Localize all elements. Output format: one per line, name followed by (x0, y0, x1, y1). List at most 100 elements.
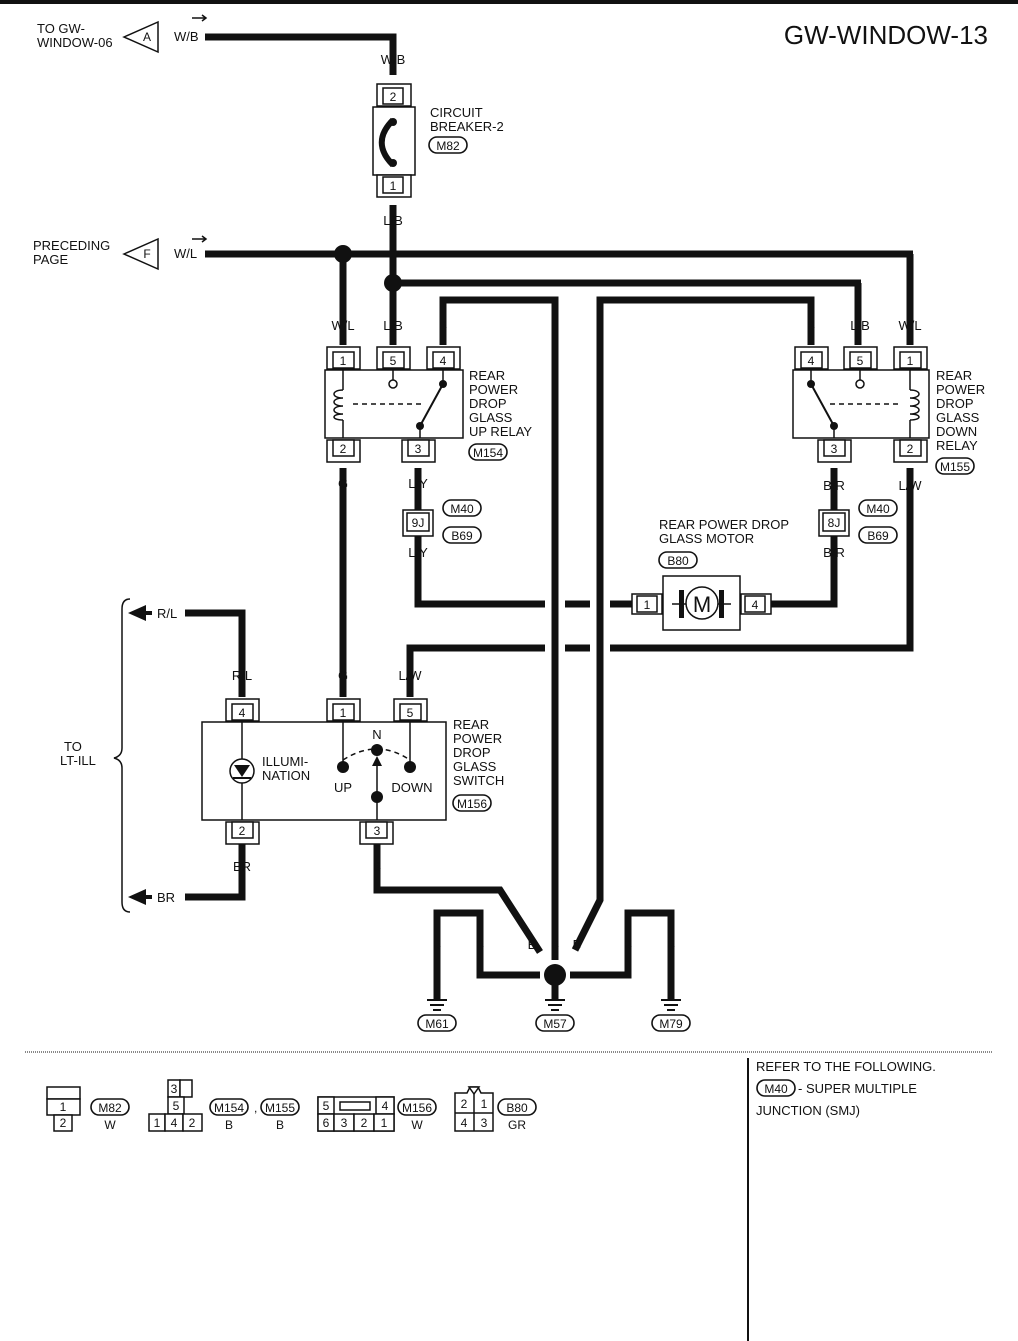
connector-color: GR (508, 1118, 526, 1132)
arrow-left-icon (128, 605, 146, 621)
wire-label: R/L (232, 668, 252, 683)
wire-label: B (807, 318, 816, 333)
wire-label: W/B (381, 52, 406, 67)
wire-label: L/B (383, 213, 403, 228)
legend-connector-m156[interactable]: 5 4 6 3 2 1 M156 W (317, 1096, 437, 1132)
wire-label: B (624, 937, 633, 952)
ground-symbol-icon (427, 999, 447, 1011)
contact-icon (388, 379, 398, 389)
wire-label: W/L (331, 318, 354, 333)
legend-connector-b80[interactable]: 2 1 4 3 B80 GR (454, 1086, 537, 1132)
pin-number: 4 (171, 1116, 178, 1130)
position-down-label: DOWN (391, 780, 432, 795)
wires (185, 33, 914, 1000)
wire-label: B (476, 937, 485, 952)
pin-number: 1 (644, 598, 651, 612)
switch-arrow-icon (372, 756, 382, 766)
connector-code: B80 (506, 1101, 528, 1115)
relay-coil-icon (909, 389, 920, 421)
pin-number: 4 (239, 706, 246, 720)
arrow-right-icon (192, 235, 208, 243)
legend-connector-relay[interactable]: 3 5 1 4 2 M154 , M155 B B (148, 1079, 300, 1132)
pin-number: 4 (808, 354, 815, 368)
wire-label: B (667, 937, 676, 952)
connector-code: M155 (265, 1101, 295, 1115)
connector-code: M40 (764, 1082, 788, 1096)
connector-code: M82 (98, 1101, 122, 1115)
wire-label: L/Y (408, 545, 428, 560)
pin-number: 1 (340, 706, 347, 720)
connector-color: B (225, 1118, 233, 1132)
bracket-icon (113, 598, 131, 913)
pin-number: 4 (440, 354, 447, 368)
wire-label: L/Y (408, 476, 428, 491)
pin-number: 3 (341, 1116, 348, 1130)
ground-name: M61 (425, 1017, 449, 1031)
wire-label: B/R (823, 478, 845, 493)
connector-letter-f: F (143, 247, 150, 261)
wire-label: W/L (898, 318, 921, 333)
relay-coil-icon (333, 389, 344, 421)
connector-code: B80 (667, 554, 689, 568)
legend-connector-m82[interactable]: 1 2 M82 W (46, 1086, 130, 1132)
wire-label: L/W (898, 478, 922, 493)
refer-text: JUNCTION (SMJ) (756, 1103, 860, 1118)
position-n-label: N (372, 727, 381, 742)
pin-number: 1 (390, 179, 397, 193)
connector-code: M154 (214, 1101, 244, 1115)
junction-dot (334, 245, 352, 263)
pin-number: 2 (60, 1116, 67, 1130)
drop-glass-switch[interactable]: R/L G L/W 4 1 5 ILLUMI-NATION N UP DOWN … (201, 668, 504, 874)
wire-label-wb: W/B (174, 29, 199, 44)
pin-number: 5 (323, 1099, 330, 1113)
pin-number: 2 (907, 442, 914, 456)
off-page-connector-a[interactable]: TO GW-WINDOW-06 A W/B (37, 14, 208, 54)
pin-number: 2 (189, 1116, 196, 1130)
pin-number: 1 (481, 1097, 488, 1111)
wire-label: B (439, 318, 448, 333)
motor-symbol: M (693, 592, 711, 617)
ground-name: M79 (659, 1017, 683, 1031)
to-gw-label-2: WINDOW-06 (37, 35, 113, 50)
smj-connector-8j[interactable]: 8J M40 B69 B/R (818, 499, 898, 560)
pin-number: 5 (390, 354, 397, 368)
pin-number: 4 (382, 1099, 389, 1113)
pin-number: 1 (381, 1116, 388, 1130)
wire-label: B (433, 937, 442, 952)
connector-code: B69 (451, 529, 473, 543)
wire-label: L/W (398, 668, 422, 683)
arrow-right-icon (192, 14, 208, 22)
pin-number: 1 (60, 1100, 67, 1114)
pin-number: 3 (374, 824, 381, 838)
contact-icon (855, 379, 865, 389)
pin-number: 1 (154, 1116, 161, 1130)
pin-number: 2 (390, 90, 397, 104)
ground-symbol-icon (661, 999, 681, 1011)
connector-code: M82 (436, 139, 460, 153)
wire-label: B (551, 937, 560, 952)
connector-code: M156 (402, 1101, 432, 1115)
pin-number: 5 (173, 1099, 180, 1113)
pin-number: 2 (461, 1097, 468, 1111)
pin-number: 4 (752, 598, 759, 612)
svg-text:ILLUMI-NATION: ILLUMI-NATION (262, 754, 310, 783)
smj-connector-9j[interactable]: 9J M40 B69 L/Y (402, 499, 482, 560)
pin-number: 2 (361, 1116, 368, 1130)
pin-number: 9J (412, 516, 425, 530)
ground-symbol-icon (545, 999, 565, 1011)
connector-code: M156 (457, 797, 487, 811)
connector-code: M40 (450, 502, 474, 516)
connector-color: W (104, 1118, 116, 1132)
wire-label: BR (157, 890, 175, 905)
